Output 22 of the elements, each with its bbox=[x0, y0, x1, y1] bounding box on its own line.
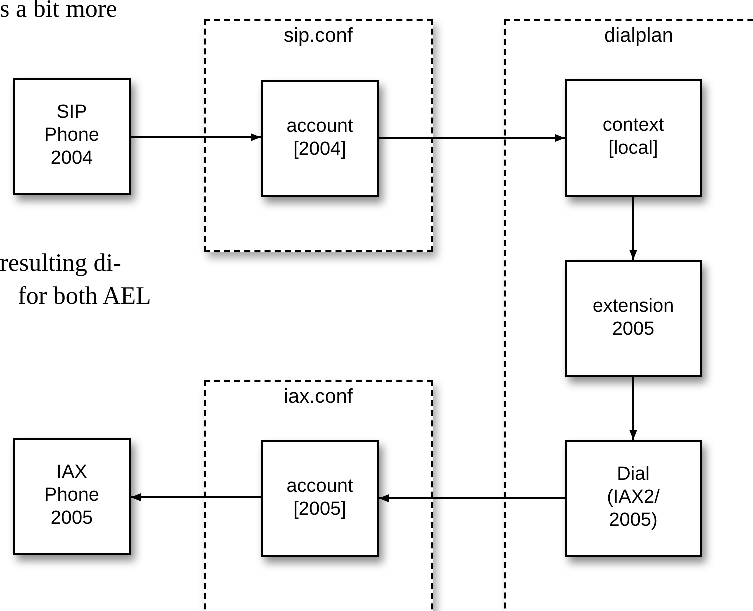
group-title: iax.conf bbox=[283, 386, 354, 409]
dashed-group-box bbox=[204, 380, 433, 611]
page-text-fragment: for both AEL bbox=[18, 283, 152, 311]
arrow bbox=[379, 134, 565, 142]
process-box: extension 2005 bbox=[565, 260, 702, 377]
process-box: account [2004] bbox=[261, 80, 379, 197]
process-box: IAX Phone 2005 bbox=[13, 438, 131, 555]
process-box: SIP Phone 2004 bbox=[13, 78, 131, 195]
process-box: context [local] bbox=[565, 79, 702, 197]
group-title: sip.conf bbox=[283, 25, 354, 48]
arrow bbox=[379, 494, 565, 502]
process-box: Dial (IAX2/ 2005) bbox=[565, 440, 702, 557]
arrow bbox=[131, 134, 261, 142]
arrow bbox=[630, 377, 638, 440]
page-text-fragment: resulting di- bbox=[0, 250, 122, 278]
dashed-group-box bbox=[504, 19, 753, 611]
dashed-group-box bbox=[204, 19, 433, 252]
process-box: account [2005] bbox=[261, 440, 379, 557]
page-text-fragment: s a bit more bbox=[0, 0, 118, 24]
arrow bbox=[131, 494, 261, 502]
arrow bbox=[630, 197, 638, 260]
group-title: dialplan bbox=[604, 25, 674, 48]
